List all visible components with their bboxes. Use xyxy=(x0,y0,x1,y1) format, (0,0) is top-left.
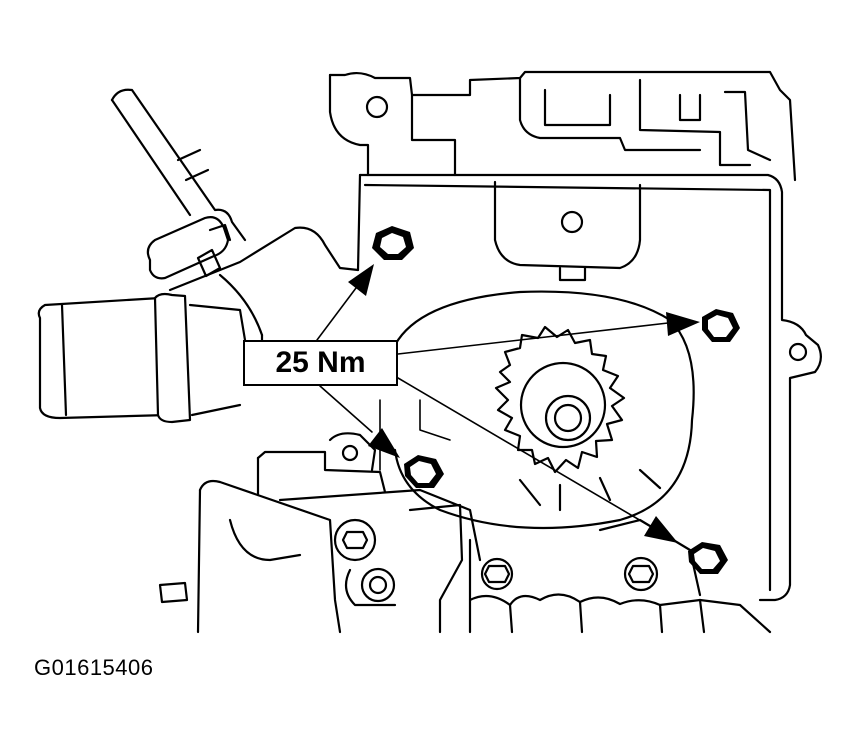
oil-pump-gear xyxy=(494,325,662,512)
bolt-upper-left xyxy=(372,226,414,260)
arrow-to-center-bolt xyxy=(368,428,400,458)
bolt-lower-right xyxy=(688,542,728,574)
coolant-outlet-pipe xyxy=(110,88,360,347)
upper-engine-block xyxy=(328,70,797,182)
callout-leader-lines xyxy=(316,264,700,543)
torque-callout-label: 25 Nm xyxy=(243,340,398,386)
lower-left-components xyxy=(158,432,482,634)
arrow-to-lower-right-bolt xyxy=(644,516,678,543)
bolt-center xyxy=(404,455,444,488)
lower-bolts xyxy=(333,518,659,607)
figure-id: G01615406 xyxy=(34,655,154,680)
arrow-to-upper-left-bolt xyxy=(348,264,374,296)
hose-outlet xyxy=(37,292,247,424)
arrow-to-right-bolt xyxy=(666,312,700,336)
front-cover-plate xyxy=(356,173,822,602)
torque-bolts xyxy=(372,226,740,574)
lower-cover-edge xyxy=(468,518,772,634)
bolt-right xyxy=(702,309,740,342)
